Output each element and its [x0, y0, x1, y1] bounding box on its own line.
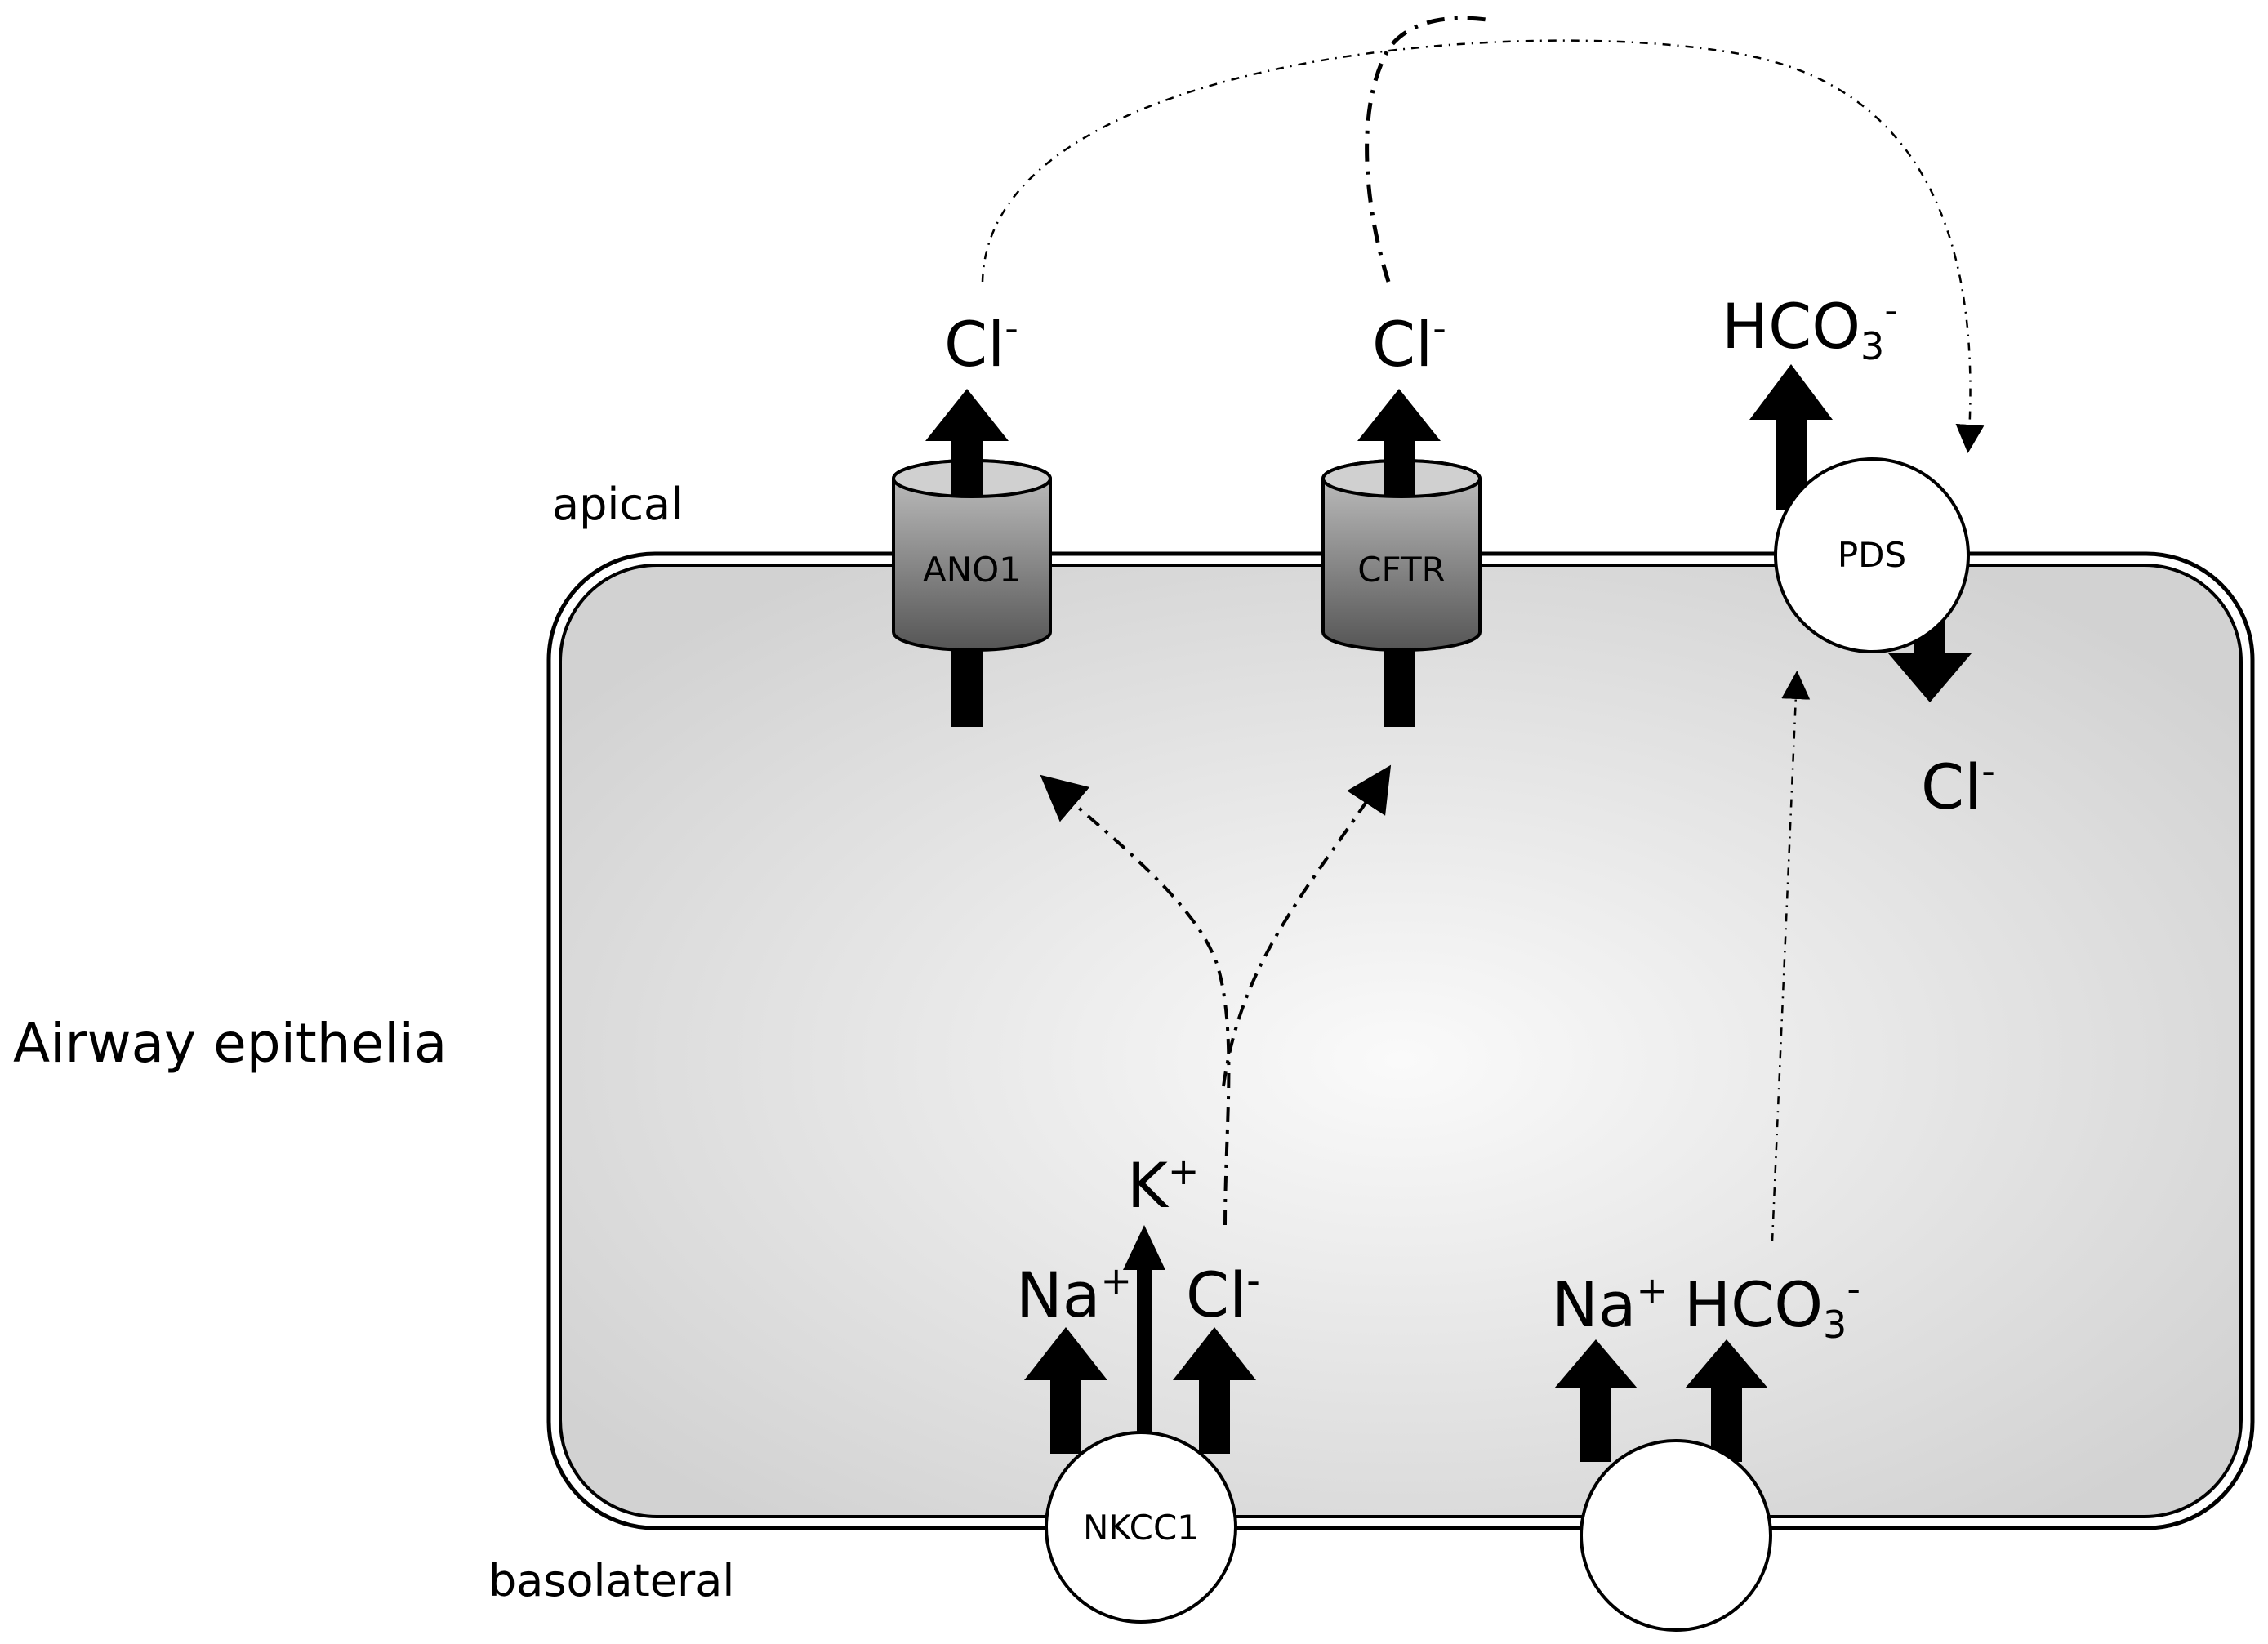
arrow-nbc-to-pds — [1771, 671, 1811, 1242]
pds-exchanger: PDS — [1749, 364, 1972, 702]
apical-label: apical — [552, 479, 683, 530]
cftr-cl-label: Cl- — [1372, 306, 1446, 381]
nbc-cotransporter — [1554, 1339, 1772, 1632]
regulation-arrows — [981, 16, 1985, 1242]
nkcc1-cl-label: Cl- — [1186, 1259, 1260, 1331]
arrow-cftr-to-pds — [1365, 16, 1487, 283]
arrow-nkcc1-to-cftr — [1222, 764, 1392, 1087]
pds-hco3-label: HCO3- — [1722, 288, 1898, 368]
nbc-hco3-label: HCO3- — [1684, 1267, 1860, 1347]
nkcc1-cotransporter: NKCC1 — [1024, 1225, 1256, 1624]
ano1-label: ANO1 — [923, 550, 1021, 590]
nkcc1-label: NKCC1 — [1083, 1508, 1199, 1548]
diagram-title: Airway epithelia — [13, 1012, 447, 1075]
basolateral-label: basolateral — [488, 1555, 734, 1606]
arrow-nkcc1-to-ano1 — [1040, 774, 1231, 1226]
cftr-channel: CFTR — [1321, 389, 1482, 727]
nkcc1-na-label: Na+ — [1016, 1259, 1132, 1331]
arrow-ano1-to-pds — [981, 39, 1985, 453]
cftr-label: CFTR — [1357, 550, 1446, 590]
pds-label: PDS — [1838, 535, 1906, 575]
nkcc1-k-label: K+ — [1127, 1149, 1199, 1222]
nbc-na-label: Na+ — [1552, 1268, 1668, 1341]
pds-cl-label: Cl- — [1921, 749, 1995, 823]
ano1-channel: ANO1 — [892, 389, 1052, 727]
ano1-cl-label: Cl- — [944, 306, 1018, 381]
